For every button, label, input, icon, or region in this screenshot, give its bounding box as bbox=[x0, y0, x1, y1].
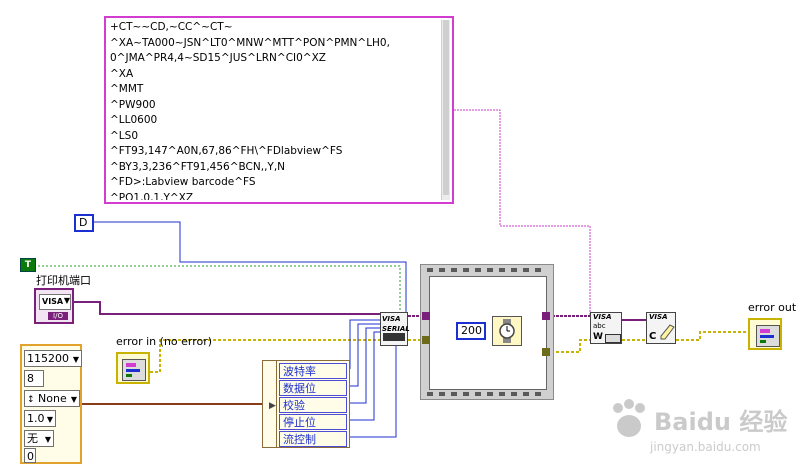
termchar-wire bbox=[94, 221, 407, 312]
flat-sequence-frame[interactable] bbox=[420, 264, 554, 400]
paw-logo-icon bbox=[613, 399, 645, 437]
visa-resource-text: VISA bbox=[39, 294, 71, 310]
bundle-to-serial-4 bbox=[350, 331, 380, 421]
chevron-down-icon: ▼ bbox=[72, 355, 79, 364]
termchar-constant[interactable]: D bbox=[74, 214, 94, 232]
visa-write-title: VISA bbox=[593, 313, 612, 321]
watermark-url: jingyan.baidu.com bbox=[650, 440, 761, 454]
wait-ms-constant[interactable]: 200 bbox=[456, 322, 486, 340]
visa-configure-serial-subvi[interactable]: VISA SERIAL bbox=[380, 312, 410, 346]
stop-bits-value: 1.0 bbox=[27, 412, 45, 425]
watermark-brand: Baidu 经验 bbox=[654, 408, 788, 436]
bundle-to-serial-2 bbox=[350, 323, 380, 387]
chevron-down-icon: ▼ bbox=[70, 395, 77, 404]
parity-value: None bbox=[38, 392, 67, 405]
timeout-control[interactable]: 0 bbox=[24, 448, 36, 463]
bundle-to-serial-1 bbox=[349, 319, 380, 369]
data-bits-control[interactable]: 8 bbox=[24, 370, 44, 387]
true-constant[interactable]: T bbox=[20, 258, 36, 272]
printer-port-label: 打印机端口 bbox=[36, 274, 91, 287]
zpl-string-constant[interactable]: +CT~~CD,~CC^~CT~ ^XA~TA000~JSN^LT0^MNW^M… bbox=[104, 16, 454, 204]
error-in-label: error in (no error) bbox=[116, 335, 213, 348]
sequence-frame-inner bbox=[429, 276, 547, 390]
io-tag: I/O bbox=[48, 312, 68, 320]
bundle-item-stopbits[interactable]: 停止位 bbox=[279, 414, 347, 430]
wait-ms-function[interactable] bbox=[492, 316, 522, 346]
error-out-label: error out bbox=[748, 301, 797, 314]
error-cluster-icon bbox=[122, 359, 146, 381]
bundle-to-serial-3 bbox=[350, 327, 380, 404]
baud-rate-value: 115200 bbox=[27, 352, 69, 365]
unbundle-by-name-node[interactable]: ▶ 波特率 数据位 校验 停止位 流控制 bbox=[262, 360, 350, 448]
string-scrollbar[interactable] bbox=[441, 20, 450, 200]
string-scrollbar-thumb[interactable] bbox=[443, 20, 449, 195]
visa-write-sub: abc bbox=[593, 322, 606, 330]
io-icon bbox=[605, 334, 621, 343]
updown-icon: ↕ bbox=[27, 395, 35, 405]
baidu-watermark: Baidu 经验 jingyan.baidu.com bbox=[608, 396, 798, 466]
serial-settings-cluster[interactable]: 115200 ▼ 8 ↕ None ▼ 1.0 ▼ 无 ▼ 0 bbox=[20, 344, 82, 464]
error-tunnel-out bbox=[542, 348, 550, 356]
dropdown-arrow-icon: ▼ bbox=[63, 296, 70, 305]
visa-close-c: C bbox=[649, 331, 657, 342]
visa-tunnel-out bbox=[542, 312, 550, 320]
flow-control-control[interactable]: 无 ▼ bbox=[24, 430, 54, 447]
visa-write-w: W bbox=[593, 332, 603, 342]
visa-tunnel-in bbox=[422, 312, 430, 320]
visa-serial-title: VISA SERIAL bbox=[382, 315, 410, 333]
bundle-item-baud[interactable]: 波特率 bbox=[279, 363, 347, 379]
visa-resource-wire bbox=[74, 301, 380, 315]
error-out-indicator bbox=[748, 318, 782, 350]
unbundle-arrow-icon: ▶ bbox=[269, 401, 276, 411]
zpl-string-text: +CT~~CD,~CC^~CT~ ^XA~TA000~JSN^LT0^MNW^M… bbox=[110, 21, 390, 200]
baud-rate-control[interactable]: 115200 ▼ bbox=[24, 350, 82, 367]
wristwatch-icon bbox=[499, 319, 515, 343]
bundle-item-databits[interactable]: 数据位 bbox=[279, 380, 347, 396]
visa-close-title: VISA bbox=[649, 313, 668, 321]
bundle-item-parity[interactable]: 校验 bbox=[279, 397, 347, 413]
visa-close-subvi[interactable]: VISA C bbox=[646, 312, 676, 344]
flow-control-value: 无 bbox=[27, 432, 38, 445]
error-wire-final bbox=[676, 331, 752, 341]
error-tunnel-in bbox=[422, 336, 430, 344]
visa-write-subvi[interactable]: VISA abc W bbox=[590, 312, 622, 344]
error-in-control[interactable] bbox=[116, 352, 150, 384]
stop-bits-control[interactable]: 1.0 ▼ bbox=[24, 410, 56, 427]
parity-control[interactable]: ↕ None ▼ bbox=[24, 390, 80, 407]
serial-port-icon bbox=[383, 333, 405, 341]
error-cluster-icon bbox=[756, 325, 780, 347]
bundle-item-flow[interactable]: 流控制 bbox=[279, 431, 347, 447]
chevron-down-icon: ▼ bbox=[46, 415, 53, 424]
close-pencil-icon bbox=[660, 324, 675, 340]
chevron-down-icon: ▼ bbox=[44, 435, 51, 444]
bundle-to-serial-5 bbox=[350, 335, 406, 438]
printer-port-control[interactable]: VISA ▼ I/O bbox=[34, 288, 74, 324]
